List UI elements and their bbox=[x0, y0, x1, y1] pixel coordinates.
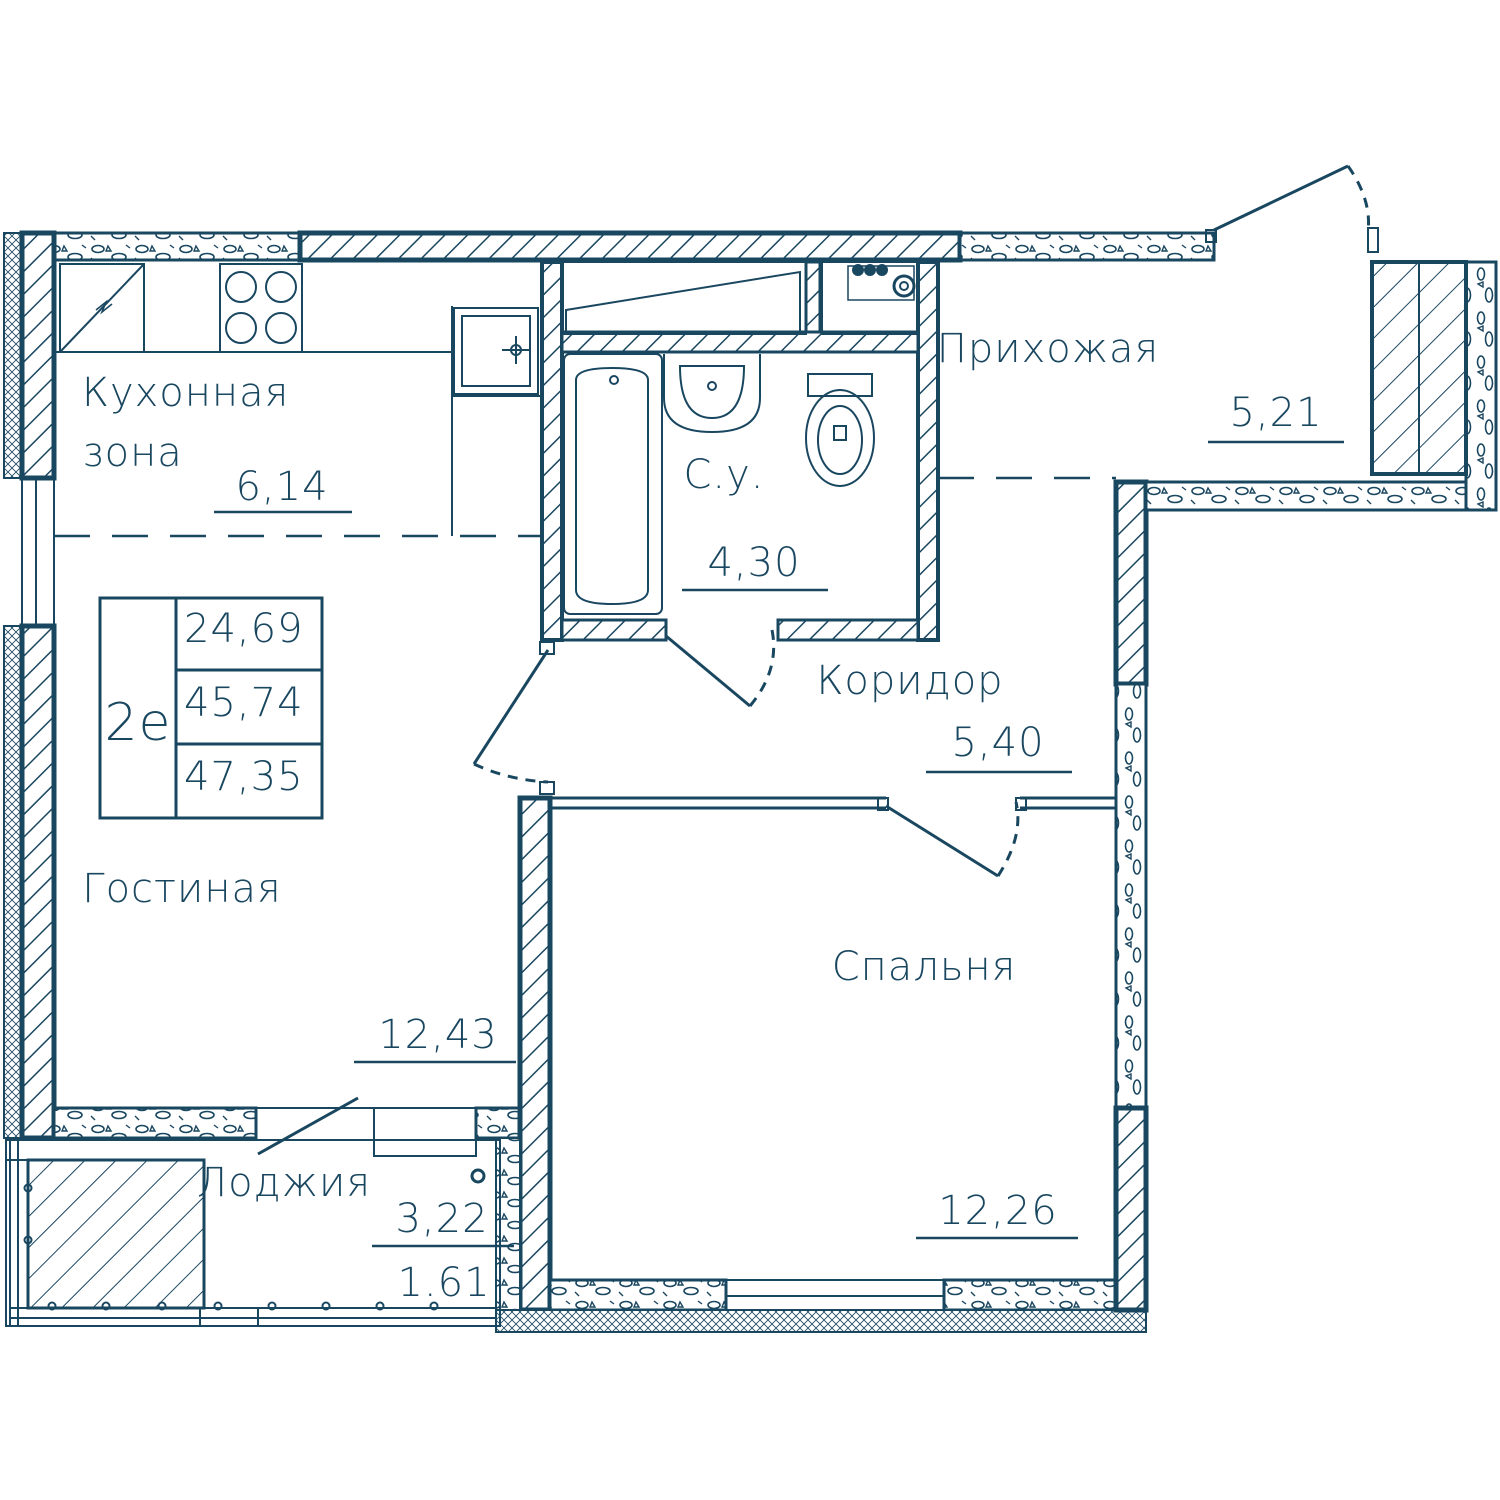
doors bbox=[257, 164, 1379, 1156]
zone-dividers bbox=[54, 476, 1116, 538]
bedroom-area: 12,26 bbox=[938, 1188, 1058, 1234]
room-labels: Кухонная зона 6,14 С.у. 4,30 Прихожая 5,… bbox=[82, 326, 1344, 1306]
corridor-area: 5,40 bbox=[951, 720, 1044, 766]
area-table: 2е 24,69 45,74 47,35 bbox=[98, 596, 324, 820]
loggia-area: 3,22 bbox=[395, 1196, 488, 1242]
kitchen-name-line1: Кухонная bbox=[82, 370, 289, 416]
bathroom-fixtures bbox=[561, 261, 919, 615]
loggia-area-reduced: 1.61 bbox=[397, 1260, 490, 1306]
hallway-area: 5,21 bbox=[1229, 390, 1322, 436]
bathroom-area: 4,30 bbox=[707, 540, 800, 586]
hallway-name: Прихожая bbox=[937, 326, 1159, 372]
total-with-loggia-value: 47,35 bbox=[184, 754, 304, 800]
kitchen-name-line2: зона bbox=[82, 430, 183, 476]
living-area-value: 24,69 bbox=[184, 606, 304, 652]
walls bbox=[3, 230, 1498, 1333]
bedroom-name: Спальня bbox=[832, 944, 1017, 990]
kitchen-area: 6,14 bbox=[235, 464, 328, 510]
loggia bbox=[5, 1139, 501, 1327]
bathroom-name: С.у. bbox=[683, 452, 764, 498]
living-room-name: Гостиная bbox=[82, 866, 281, 912]
living-room-area: 12,43 bbox=[378, 1012, 498, 1058]
total-area-value: 45,74 bbox=[184, 680, 304, 726]
corridor-name: Коридор bbox=[816, 658, 1003, 704]
kitchen-fixtures bbox=[54, 263, 542, 536]
apartment-type-label: 2е bbox=[104, 693, 171, 753]
loggia-name: Лоджия bbox=[197, 1160, 371, 1206]
